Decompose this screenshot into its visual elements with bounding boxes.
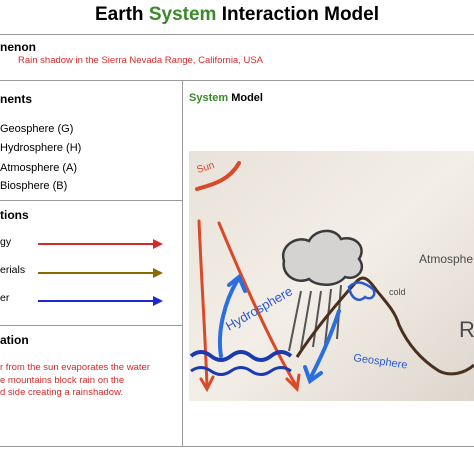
phenomenon-text: Rain shadow in the Sierra Nevada Range, … [18, 55, 264, 66]
energy-ray [197, 219, 209, 388]
component-geosphere: Geosphere (G) [0, 123, 74, 135]
phenomenon-header: nenon [0, 40, 36, 54]
divider [182, 80, 183, 446]
explanation-header: ation [0, 333, 29, 347]
water-arrow [38, 296, 163, 306]
mountain-outline [295, 276, 474, 376]
system-model-sketch: Sun Hydrosphere Atmosphe cold Geo [189, 151, 474, 401]
evaporation-arrow-head [227, 273, 247, 293]
page-title: Earth System Interaction Model [94, 4, 380, 25]
divider [0, 34, 474, 35]
rain-icon [288, 284, 342, 352]
snow-cap [347, 281, 376, 301]
explanation-line: r from the sun evaporates the water [0, 362, 150, 373]
energy-ray-head [285, 373, 301, 393]
divider [0, 80, 474, 81]
ocean-waves [190, 366, 292, 376]
evaporation-arrow [218, 279, 239, 358]
materials-arrow [38, 268, 163, 278]
divider [0, 325, 182, 326]
runoff-arrow-head [303, 365, 323, 385]
interaction-energy-label: gy [0, 236, 12, 248]
energy-ray-head [199, 375, 215, 393]
cold-label: cold [389, 287, 406, 297]
system-model-header: System Model [189, 92, 263, 104]
component-atmosphere: Atmosphere (A) [0, 162, 78, 174]
sun-label: Sun [196, 160, 216, 176]
ocean-waves [189, 350, 293, 362]
interaction-water-label: er [0, 292, 10, 304]
atmosphere-label: Atmosphe [419, 252, 473, 266]
explanation-line: d side creating a rainshadow. [0, 387, 124, 398]
divider [0, 200, 182, 201]
components-header: nents [0, 92, 33, 106]
interactions-header: tions [0, 208, 29, 222]
sun-icon [195, 161, 241, 191]
runoff-arrow [309, 309, 341, 379]
component-hydrosphere: Hydrosphere (H) [0, 142, 82, 154]
cloud-icon [281, 229, 364, 286]
interaction-materials-label: erials [0, 264, 26, 276]
explanation-text: r from the sun evaporates the water e mo… [0, 362, 180, 400]
r-label: R [459, 317, 474, 342]
divider [0, 446, 474, 447]
component-biosphere: Biosphere (B) [0, 180, 68, 192]
explanation-line: e mountains block rain on the [0, 374, 125, 386]
energy-arrow [38, 239, 163, 249]
